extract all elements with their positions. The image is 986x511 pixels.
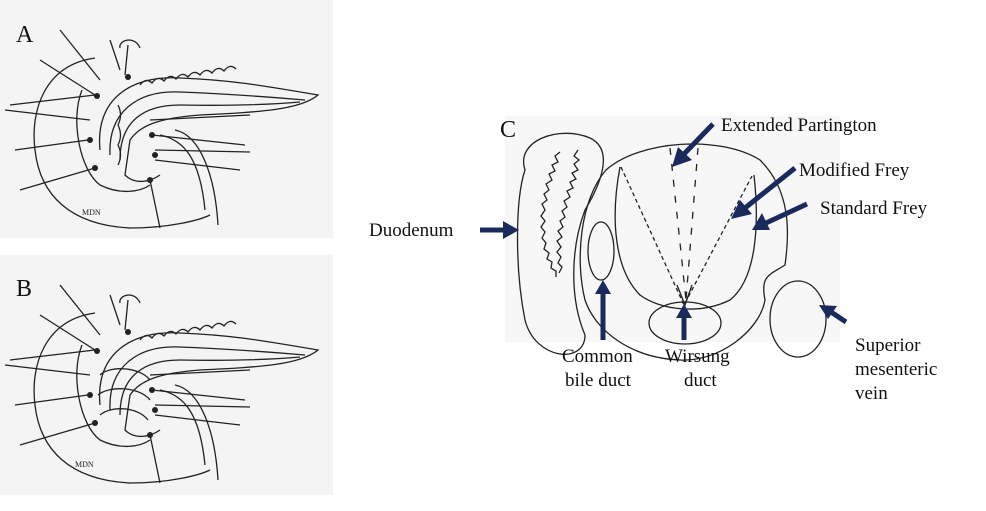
panel-c: C bbox=[369, 115, 937, 404]
arrow-superior-mesenteric-vein bbox=[819, 305, 848, 325]
label-modified-frey: Modified Frey bbox=[799, 160, 910, 181]
panel-a-label: A bbox=[16, 22, 34, 48]
pancreatic-head-outline bbox=[579, 143, 789, 361]
arrow-standard-frey bbox=[752, 201, 809, 230]
arrow-common-bile-duct bbox=[595, 280, 611, 340]
label-smv-line2: mesenteric bbox=[855, 359, 937, 380]
panel-a: A MDN bbox=[0, 0, 333, 238]
arrow-wirsung-duct bbox=[676, 304, 692, 340]
label-standard-frey: Standard Frey bbox=[820, 198, 928, 219]
arrow-modified-frey bbox=[731, 166, 797, 219]
convergence-mark bbox=[676, 284, 693, 307]
standard-frey-outline bbox=[614, 166, 757, 310]
superior-mesenteric-vein-shape bbox=[769, 280, 827, 358]
duodenum-mucosa-right bbox=[556, 149, 581, 274]
label-wirsung-duct-line1: Wirsung bbox=[665, 346, 730, 367]
panel-c-label: C bbox=[500, 117, 516, 143]
common-bile-duct-shape bbox=[587, 221, 615, 281]
wirsung-duct-shape bbox=[648, 301, 722, 345]
duodenum-mucosa-left bbox=[540, 151, 561, 277]
modified-frey-outline bbox=[620, 166, 753, 307]
panel-a-partington-opening bbox=[117, 104, 122, 166]
arrow-duodenum bbox=[480, 221, 519, 239]
duodenum-outline bbox=[516, 132, 605, 355]
label-smv-line1: Superior bbox=[855, 335, 921, 356]
arrow-extended-partington bbox=[672, 122, 715, 167]
label-common-bile-duct-line2: bile duct bbox=[565, 370, 632, 391]
panel-a-signature: MDN bbox=[82, 208, 101, 217]
label-duodenum: Duodenum bbox=[369, 220, 454, 241]
label-extended-partington: Extended Partington bbox=[721, 115, 877, 136]
label-common-bile-duct-line1: Common bbox=[562, 346, 633, 367]
label-wirsung-duct-line2: duct bbox=[684, 370, 717, 391]
panel-b-signature: MDN bbox=[75, 460, 94, 469]
panel-b-label: B bbox=[16, 276, 32, 302]
panel-b-frey-excavation bbox=[97, 368, 151, 421]
label-smv-line3: vein bbox=[855, 383, 888, 404]
panel-b: B MDN bbox=[0, 255, 333, 495]
